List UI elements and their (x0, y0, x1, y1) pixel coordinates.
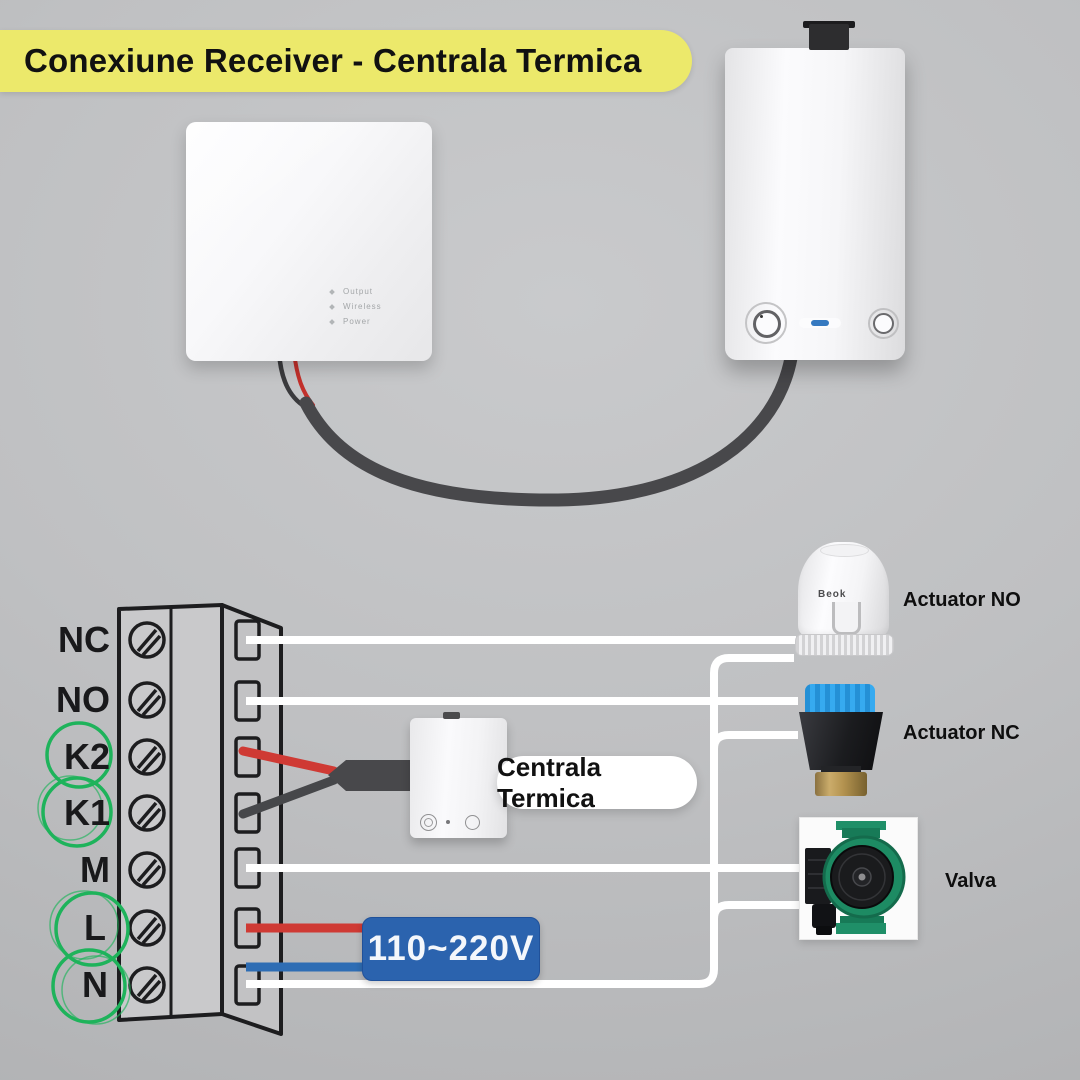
boiler-pilot-light (811, 320, 829, 326)
wire-n-branch-actuator-nc (710, 731, 798, 750)
actuator-nc-brass-fitting (815, 772, 867, 796)
actuator-no-device: Beok (795, 542, 894, 662)
boiler-right-knob-ring (868, 308, 899, 339)
cable-to-mini-boiler (328, 760, 412, 791)
centrala-termica-text: Centrala Termica (497, 751, 602, 813)
actuator-brand-text: Beok (818, 589, 847, 600)
title-banner: Conexiune Receiver - Centrala Termica (0, 30, 692, 92)
wire-n-common (246, 654, 794, 988)
terminal-label-nc: NC (58, 619, 110, 660)
actuator-nc-body (799, 712, 883, 770)
boiler-device (725, 21, 905, 360)
actuator-nc-device (799, 684, 883, 802)
terminal-label-l: L (84, 907, 106, 948)
mini-boiler-left-knob (420, 814, 437, 831)
n-circle (51, 948, 127, 1024)
mini-boiler-dot (446, 820, 450, 824)
boiler-flue (809, 24, 849, 50)
terminal-label-no: NO (56, 679, 110, 720)
wire-k1-dark (238, 775, 339, 819)
boiler-right-knob (873, 313, 894, 334)
actuator-no-top (820, 544, 869, 557)
led-label-power: Power (343, 317, 371, 326)
receiver-sheen (186, 122, 432, 361)
receiver-boiler-cable (299, 351, 798, 507)
mini-boiler-right-knob (465, 815, 480, 830)
k2-circle (45, 721, 113, 789)
centrala-termica-label: Centrala Termica (497, 752, 697, 813)
led-dot (329, 288, 335, 295)
actuator-no-clip (832, 602, 861, 635)
l-circle (54, 891, 130, 967)
k1-circle (41, 776, 113, 848)
actuator-no-label: Actuator NO (903, 589, 1021, 611)
led-dot (329, 303, 335, 310)
led-label-output: Output (343, 287, 374, 296)
led-label-wireless: Wireless (343, 302, 382, 311)
page-title: Conexiune Receiver - Centrala Termica (24, 42, 642, 79)
terminal-label-m: M (80, 849, 110, 890)
actuator-nc-collar (821, 766, 861, 774)
valva-label: Valva (945, 870, 997, 892)
actuator-nc-label: Actuator NC (903, 722, 1020, 744)
pump-illustration (805, 821, 906, 935)
terminal-label-k1: K1 (64, 792, 110, 833)
mini-boiler (410, 712, 507, 838)
terminal-label-n: N (82, 964, 108, 1005)
actuator-no-base-ring (795, 634, 894, 656)
receiver-device: Output Wireless Power (186, 122, 432, 361)
wire-n-branch-valva (710, 901, 802, 920)
wire-k2-red (238, 746, 339, 776)
power-voltage-label: 110~220V (362, 917, 540, 981)
terminal-label-k2: K2 (64, 736, 110, 777)
power-voltage-text: 110~220V (367, 929, 535, 968)
highlight-circles (37, 721, 131, 1025)
white-wires (246, 636, 802, 988)
boiler-left-knob-ring (745, 302, 787, 344)
receiver-led-labels: Output Wireless Power (329, 284, 382, 329)
mini-boiler-flue (443, 712, 460, 719)
terminal-screws (128, 621, 166, 1004)
led-dot (329, 318, 335, 325)
actuator-nc-blue-cap (805, 684, 875, 714)
terminal-pins (234, 619, 261, 1006)
boiler-left-knob (753, 310, 781, 338)
valva-device (799, 817, 918, 940)
